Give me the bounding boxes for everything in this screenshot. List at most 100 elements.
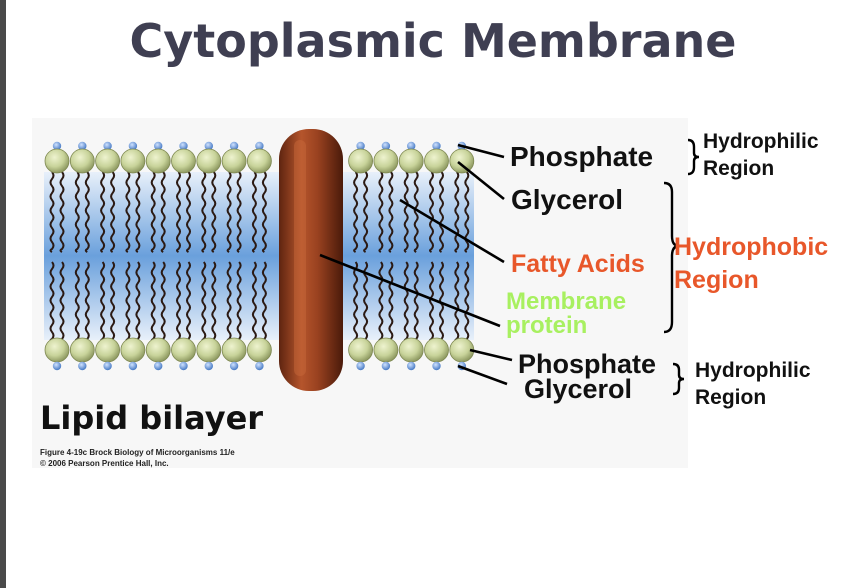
leader-glycerol-bottom <box>457 364 508 386</box>
phospholipid-head-icon <box>120 337 146 363</box>
fatty-acid-tail <box>201 261 207 343</box>
brace-hydrophilic-top <box>687 138 700 176</box>
phospholipid-head-icon <box>44 337 70 363</box>
phospholipid-head-icon <box>145 337 171 363</box>
fatty-acid-tail <box>186 261 191 343</box>
phosphate-dot <box>229 141 239 151</box>
phosphate-dot <box>204 361 213 371</box>
hydrophilic-bottom-line2: Region <box>695 386 767 409</box>
phosphate-dot <box>204 141 213 151</box>
fatty-acid-tail <box>454 261 460 343</box>
phospholipid-head-icon <box>449 148 475 174</box>
hydrophobic-interior <box>44 172 474 340</box>
phosphate-dot <box>356 361 365 371</box>
hydrophilic-top-line1: Hydrophilic <box>703 130 819 153</box>
fatty-acid-tail <box>378 171 384 253</box>
caption-line1: Figure 4-19c Brock Biology of Microorgan… <box>40 448 235 457</box>
fatty-acid-tail <box>388 261 394 343</box>
label-membrane-protein: Membrane protein <box>506 290 626 338</box>
phosphate-dot <box>407 141 416 151</box>
phosphate-dot <box>103 361 112 371</box>
phosphate-dot <box>229 361 239 371</box>
fatty-acid-tail <box>388 171 394 253</box>
fatty-acid-tail <box>464 261 470 343</box>
phospholipid-head-icon <box>348 337 374 363</box>
label-glycerol-bottom: Glycerol <box>524 374 633 404</box>
hydrophobic-line2: Region <box>674 266 759 294</box>
phospholipid-head-icon <box>221 148 247 174</box>
fatty-acid-tail <box>176 261 181 343</box>
phospholipid-head-icon <box>95 148 120 174</box>
fatty-acid-tail <box>403 261 409 343</box>
phosphate-dot <box>128 361 138 371</box>
label-phosphate-bottom: Phosphate <box>518 349 657 379</box>
top-leaflet-heads <box>44 141 475 174</box>
phospholipid-head-icon <box>246 337 272 363</box>
phosphate-dot <box>179 361 188 371</box>
phospholipid-head-icon <box>221 337 247 363</box>
phospholipid-head-icon <box>171 148 196 174</box>
fatty-acid-tail <box>100 171 106 253</box>
phosphate-dot <box>52 361 62 371</box>
fatty-acid-tail <box>110 261 116 343</box>
figure-label: Lipid bilayer <box>40 399 264 437</box>
phosphate-dot <box>356 141 365 151</box>
phospholipid-head-icon <box>424 337 449 363</box>
fatty-acid-tail <box>59 261 65 343</box>
phospholipid-head-icon <box>171 337 196 363</box>
fatty-acid-tail <box>84 171 90 253</box>
phosphate-dot <box>154 141 163 151</box>
fatty-acid-tail <box>429 261 434 343</box>
fatty-acid-tail <box>49 171 55 253</box>
phospholipid-head-icon <box>196 337 222 363</box>
phosphate-dot <box>432 361 441 371</box>
fatty-acid-tail <box>186 171 191 253</box>
phospholipid-head-icon <box>424 148 449 174</box>
phospholipid-head-icon <box>69 337 95 363</box>
fatty-acid-tail <box>211 171 217 253</box>
phospholipid-head-icon <box>69 148 95 174</box>
label-fatty-acids: Fatty Acids <box>511 250 645 278</box>
figure-caption: Figure 4-19c Brock Biology of Microorgan… <box>40 447 235 469</box>
fatty-acid-tail <box>125 261 131 343</box>
phospholipid-head-icon <box>398 148 424 174</box>
window-edge <box>0 0 6 588</box>
phosphate-dot <box>255 361 264 371</box>
fatty-acid-tail <box>454 171 460 253</box>
phospholipid-head-icon <box>373 337 399 363</box>
phosphate-dot <box>52 141 62 151</box>
fatty-acid-tail <box>160 261 166 343</box>
membrane-protein-line1: Membrane <box>506 288 627 315</box>
fatty-acid-tail <box>226 171 232 253</box>
phospholipid-head-icon <box>348 148 374 174</box>
phospholipid-head-icon <box>145 148 171 174</box>
phosphate-dot <box>381 141 391 151</box>
fatty-acid-tail <box>251 261 257 343</box>
fatty-acid-tail <box>150 261 156 343</box>
phospholipid-head-icon <box>44 148 70 174</box>
label-phosphate-top: Phosphate <box>510 141 654 172</box>
phosphate-dot <box>432 141 441 151</box>
leader-membrane-protein <box>319 253 501 328</box>
fatty-acid-tail <box>378 261 384 343</box>
brace-hydrophobic <box>663 181 680 334</box>
phosphate-dot <box>128 141 138 151</box>
fatty-acid-tail <box>236 171 242 253</box>
fatty-acid-tail <box>261 261 267 343</box>
phosphate-dot <box>407 361 416 371</box>
leader-phosphate-bottom <box>469 348 513 362</box>
membrane-protein-icon <box>279 129 343 391</box>
fatty-acid-tail <box>261 171 267 253</box>
fatty-acid-tail <box>49 261 55 343</box>
leader-glycerol-top <box>457 160 505 201</box>
phosphate-dot <box>255 141 264 151</box>
phosphate-dot <box>78 361 87 371</box>
phosphate-dot <box>381 361 391 371</box>
phosphate-dot <box>103 141 112 151</box>
fatty-acid-tail <box>100 261 106 343</box>
phosphate-dot <box>154 361 163 371</box>
fatty-acid-tail <box>403 171 409 253</box>
fatty-acid-tail <box>160 171 166 253</box>
fatty-acid-tail <box>413 261 419 343</box>
hydrophilic-top-line2: Region <box>703 157 775 180</box>
